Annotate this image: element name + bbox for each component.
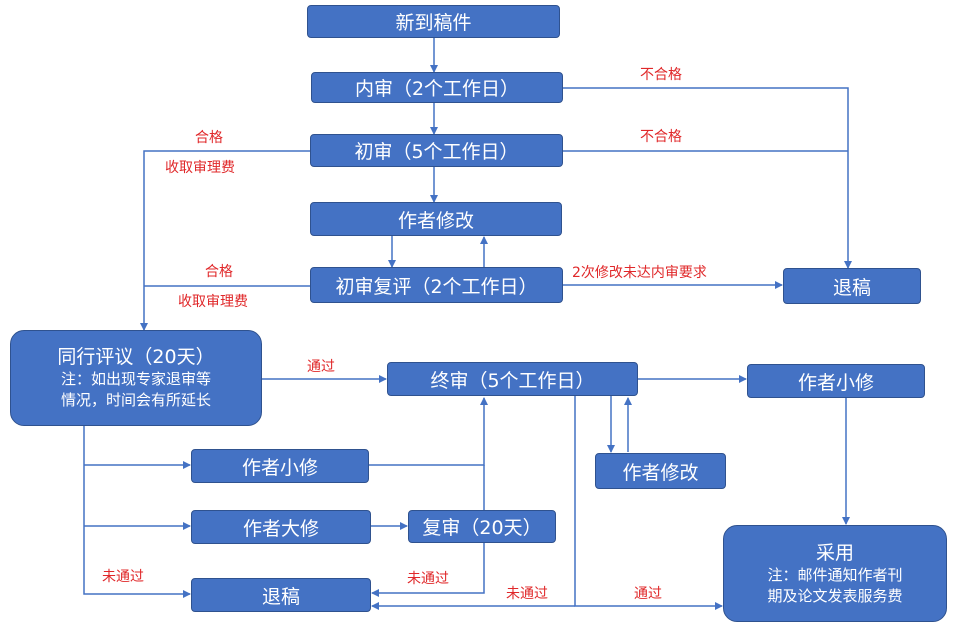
line-initial-to-peer — [140, 150, 310, 331]
node-label: 作者修改 — [622, 461, 699, 484]
node-peer-review: 同行评议（20天） 注：如出现专家退审等 情况，时间会有所延长 — [10, 330, 262, 426]
label-passed-accept: 通过 — [634, 586, 662, 602]
label-not-passed-left: 未通过 — [102, 569, 144, 585]
node-new-manuscript: 新到稿件 — [307, 5, 560, 38]
label-pass-rereview: 合格 — [205, 264, 233, 280]
label-fail-internal: 不合格 — [640, 67, 682, 83]
label-passed-to-final: 通过 — [307, 359, 335, 375]
node-label: 退稿 — [261, 585, 300, 608]
node-author-minor-left: 作者小修 — [191, 449, 369, 483]
line-final-bottom — [574, 396, 723, 610]
peer-review-note-line-1: 注：如出现专家退审等 — [60, 370, 211, 388]
label-fee-initial: 收取审理费 — [165, 160, 235, 176]
accept-note-line-1: 注：邮件通知作者刊 — [767, 565, 903, 584]
node-author-major: 作者大修 — [191, 510, 371, 544]
node-initial-re-review: 初审复评（2个工作日） — [310, 267, 563, 303]
node-label: 作者小修 — [241, 456, 318, 479]
line-peer-branches — [83, 426, 191, 598]
accept-note-line-2: 期及论文发表服务费 — [767, 586, 903, 605]
node-internal-review: 内审（2个工作日） — [311, 72, 563, 103]
peer-review-title: 同行评议（20天） — [57, 346, 215, 368]
node-initial-review: 初审（5个工作日） — [310, 134, 563, 167]
node-author-revise-2: 作者修改 — [595, 453, 726, 489]
node-label: 初审（5个工作日） — [354, 141, 519, 163]
node-final-review: 终审（5个工作日） — [387, 362, 638, 396]
node-label: 内审（2个工作日） — [354, 78, 520, 100]
label-not-passed-final: 未通过 — [506, 586, 548, 602]
node-label: 作者大修 — [242, 517, 319, 540]
label-fee-rereview: 收取审理费 — [178, 294, 248, 310]
line-rereview-fail — [371, 543, 485, 597]
node-label: 退稿 — [832, 276, 871, 299]
peer-review-note-line-2: 情况，时间会有所延长 — [60, 391, 211, 409]
node-author-revise-1: 作者修改 — [310, 202, 562, 236]
node-author-minor-right: 作者小修 — [747, 364, 925, 398]
node-reject-bottom: 退稿 — [191, 578, 371, 612]
node-label: 新到稿件 — [395, 12, 472, 34]
node-label: 作者小修 — [797, 371, 874, 394]
label-pass-initial: 合格 — [195, 130, 223, 146]
accept-title: 采用 — [815, 541, 854, 564]
label-fail-initial: 不合格 — [640, 129, 682, 145]
node-label: 初审复评（2个工作日） — [335, 275, 538, 298]
node-label: 复审（20天） — [422, 517, 542, 539]
node-label: 作者修改 — [397, 209, 474, 232]
label-twice-revise-fail: 2次修改未达内审要求 — [572, 265, 707, 281]
node-reject-top: 退稿 — [783, 268, 921, 304]
node-accept: 采用 注：邮件通知作者刊 期及论文发表服务费 — [723, 525, 947, 622]
node-label: 终审（5个工作日） — [430, 369, 595, 392]
label-not-passed-re-review: 未通过 — [407, 571, 449, 587]
line-internal-fail — [563, 87, 852, 269]
line-minor-left-to-final — [369, 397, 488, 466]
node-re-review: 复审（20天） — [408, 510, 556, 543]
